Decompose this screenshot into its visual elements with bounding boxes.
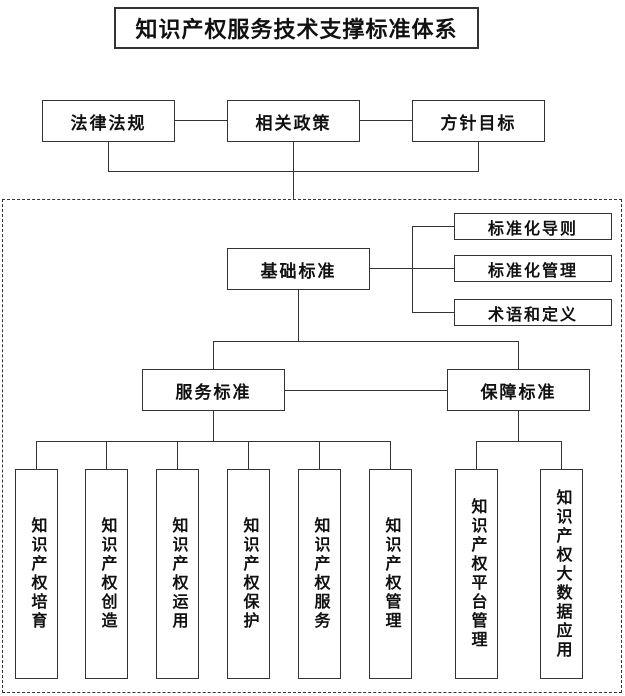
connector-branch-bus [213,341,519,342]
node-ip-creation: 知识产权创造 [85,469,128,679]
connector-service-down [213,411,214,441]
node-label: 知识产权创造 [98,517,116,631]
connector-base-children-spine [412,226,413,313]
connector-leaf-stub-8 [561,441,562,469]
connector-service-up [213,341,214,369]
connector-base-right [370,268,413,269]
connector-support-up [518,341,519,369]
connector-base-down [298,290,299,341]
node-ip-service: 知识产权服务 [298,469,341,679]
node-ip-platform-management: 知识产权平台管理 [455,469,498,679]
node-label: 知识产权平台管理 [468,498,486,650]
connector-leaf-stub-7 [476,441,477,469]
node-standardization-guidelines: 标准化导则 [454,213,612,240]
connector-policies-down [293,142,294,199]
node-ip-management: 知识产权管理 [369,469,412,679]
node-label: 知识产权运用 [169,517,187,631]
connector-goals-down [478,142,479,171]
connector-leaf-stub-4 [248,441,249,469]
node-ip-cultivation: 知识产权培育 [15,469,58,679]
node-label: 服务标准 [175,382,252,402]
node-label: 知识产权培育 [28,517,46,631]
connector-top-bus [108,171,479,172]
node-label: 术语和定义 [487,306,578,324]
connector-leaf-stub-3 [177,441,178,469]
node-standardization-management: 标准化管理 [454,255,612,282]
node-laws-regulations: 法律法规 [42,100,175,142]
connector-terms-stub [412,312,454,313]
standards-group-outline [2,199,622,693]
connector-laws-policies [175,120,227,121]
connector-service-support [285,390,447,391]
node-policy-goals: 方针目标 [412,100,545,142]
node-related-policies: 相关政策 [227,100,360,142]
connector-guideline-stub [412,226,454,227]
node-label: 知识产权服务 [311,517,329,631]
connector-laws-down [108,142,109,171]
node-label: 知识产权保护 [240,517,258,631]
node-terms-definitions: 术语和定义 [454,299,612,326]
node-ip-utilization: 知识产权运用 [156,469,199,679]
node-label: 知识产权大数据应用 [553,488,571,660]
connector-support-leaf-bus [476,441,562,442]
connector-support-down [518,411,519,441]
node-label: 保障标准 [480,382,557,402]
node-label: 标准化导则 [487,220,578,238]
node-label: 法律法规 [70,113,147,133]
node-support-standards: 保障标准 [447,369,590,411]
node-service-standards: 服务标准 [142,369,285,411]
diagram-title-box: 知识产权服务技术支撑标准体系 [114,7,479,49]
connector-leaf-stub-5 [319,441,320,469]
connector-management-stub [412,268,454,269]
node-basic-standards: 基础标准 [227,248,370,290]
node-label: 标准化管理 [487,262,578,280]
node-label: 基础标准 [260,261,337,281]
node-label: 方针目标 [440,113,517,133]
connector-leaf-stub-1 [36,441,37,469]
node-ip-bigdata-application: 知识产权大数据应用 [540,469,583,679]
connector-leaf-stub-2 [106,441,107,469]
diagram-title: 知识产权服务技术支撑标准体系 [135,17,458,42]
connector-leaf-stub-6 [390,441,391,469]
node-ip-protection: 知识产权保护 [227,469,270,679]
node-label: 相关政策 [255,113,332,133]
connector-service-leaf-bus [36,441,391,442]
node-label: 知识产权管理 [382,517,400,631]
connector-policies-goals [360,120,412,121]
